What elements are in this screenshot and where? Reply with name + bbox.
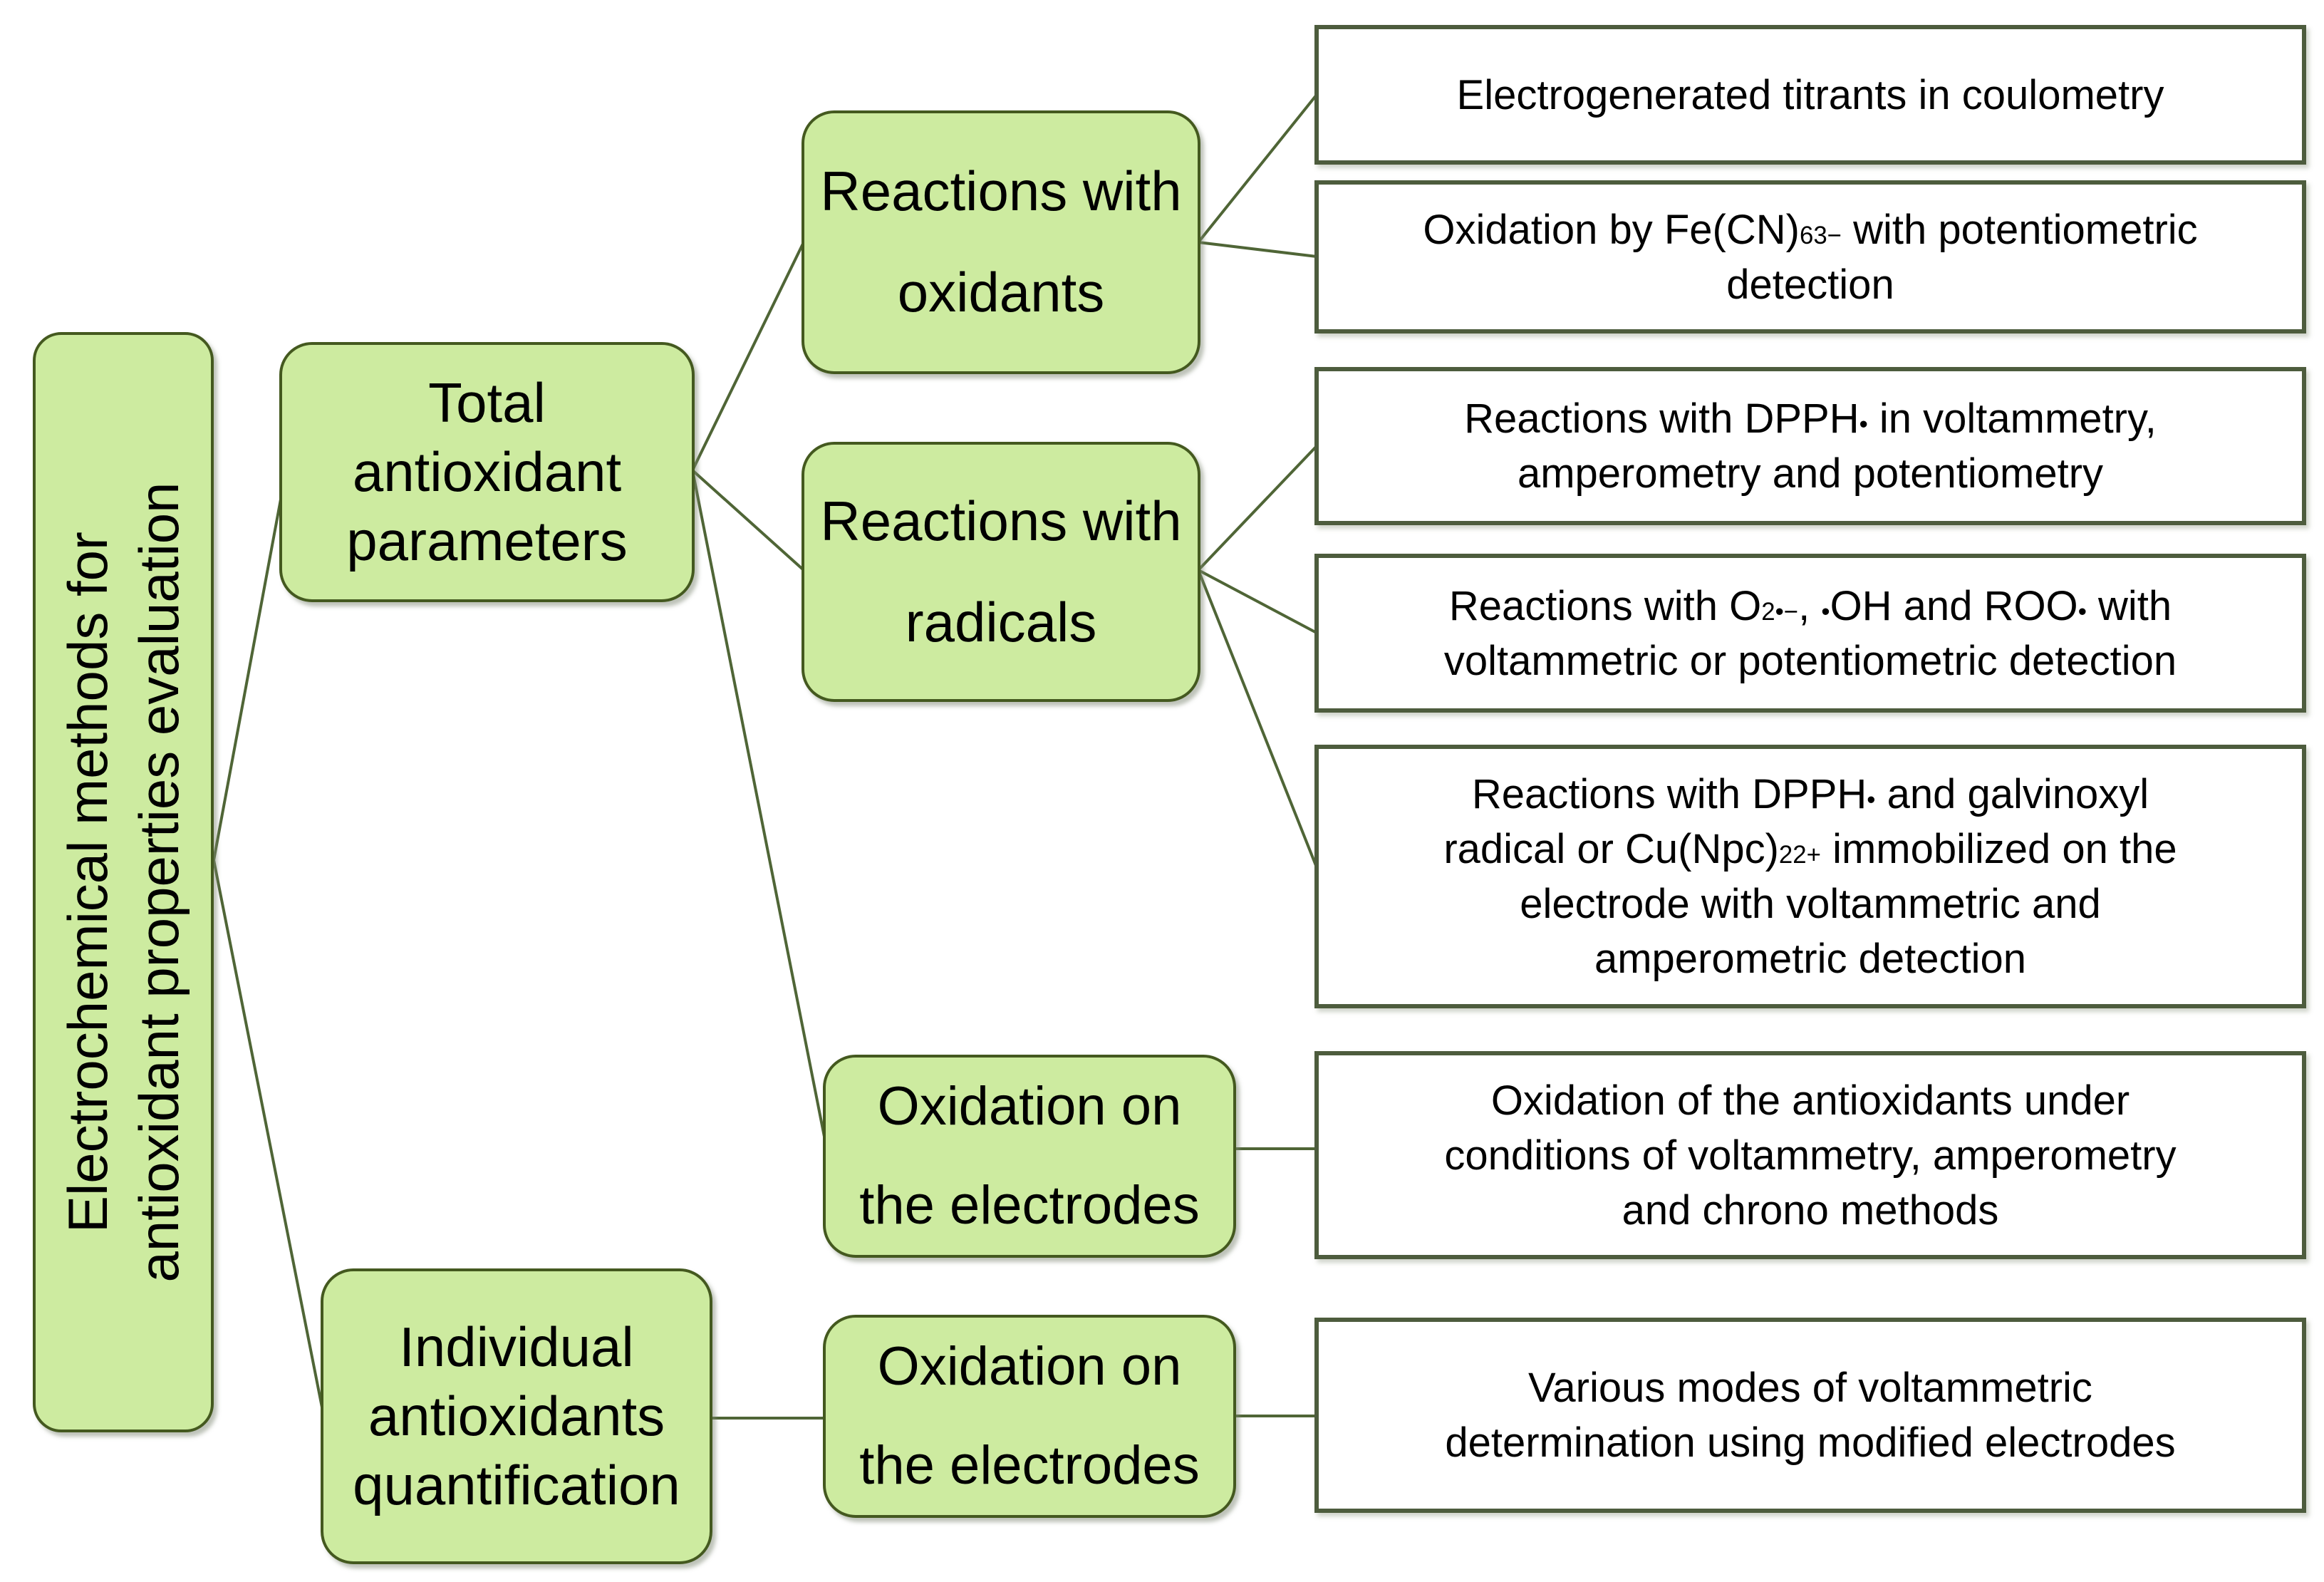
- connector-total-to-oxidation-electrodes-1: [691, 470, 826, 1141]
- node-electrochemical-methods: [33, 332, 214, 1432]
- connector-oxidants-to-coulometry: [1197, 93, 1318, 244]
- connector-total-to-oxidants: [691, 242, 805, 471]
- leaf-electrogenerated-titrants-text: Electrogenerated titrants in coulometry: [1456, 71, 2164, 118]
- connector-oxidants-to-ferricyanide: [1198, 241, 1317, 258]
- connector-radicals-to-dpph-voltammetry: [1197, 445, 1318, 572]
- connector-total-to-radicals: [691, 469, 805, 572]
- connector-root-to-individual: [212, 859, 325, 1415]
- connector-radicals-to-superoxide: [1198, 569, 1317, 634]
- connector-radicals-to-immobilized: [1197, 569, 1318, 868]
- leaf-oxidation-by-ferricyanide-text: Oxidation by Fe(CN)63− with potentiometr…: [1423, 206, 2198, 308]
- leaf-dpph-voltammetry: Reactions with DPPH• in voltammetry,ampe…: [1314, 367, 2306, 525]
- leaf-oxidation-by-ferricyanide: Oxidation by Fe(CN)63− with potentiometr…: [1314, 180, 2306, 334]
- connector-root-to-total: [212, 491, 284, 861]
- leaf-electrogenerated-titrants: Electrogenerated titrants in coulometry: [1314, 25, 2306, 165]
- leaf-dpph-voltammetry-text: Reactions with DPPH• in voltammetry,ampe…: [1464, 396, 2157, 497]
